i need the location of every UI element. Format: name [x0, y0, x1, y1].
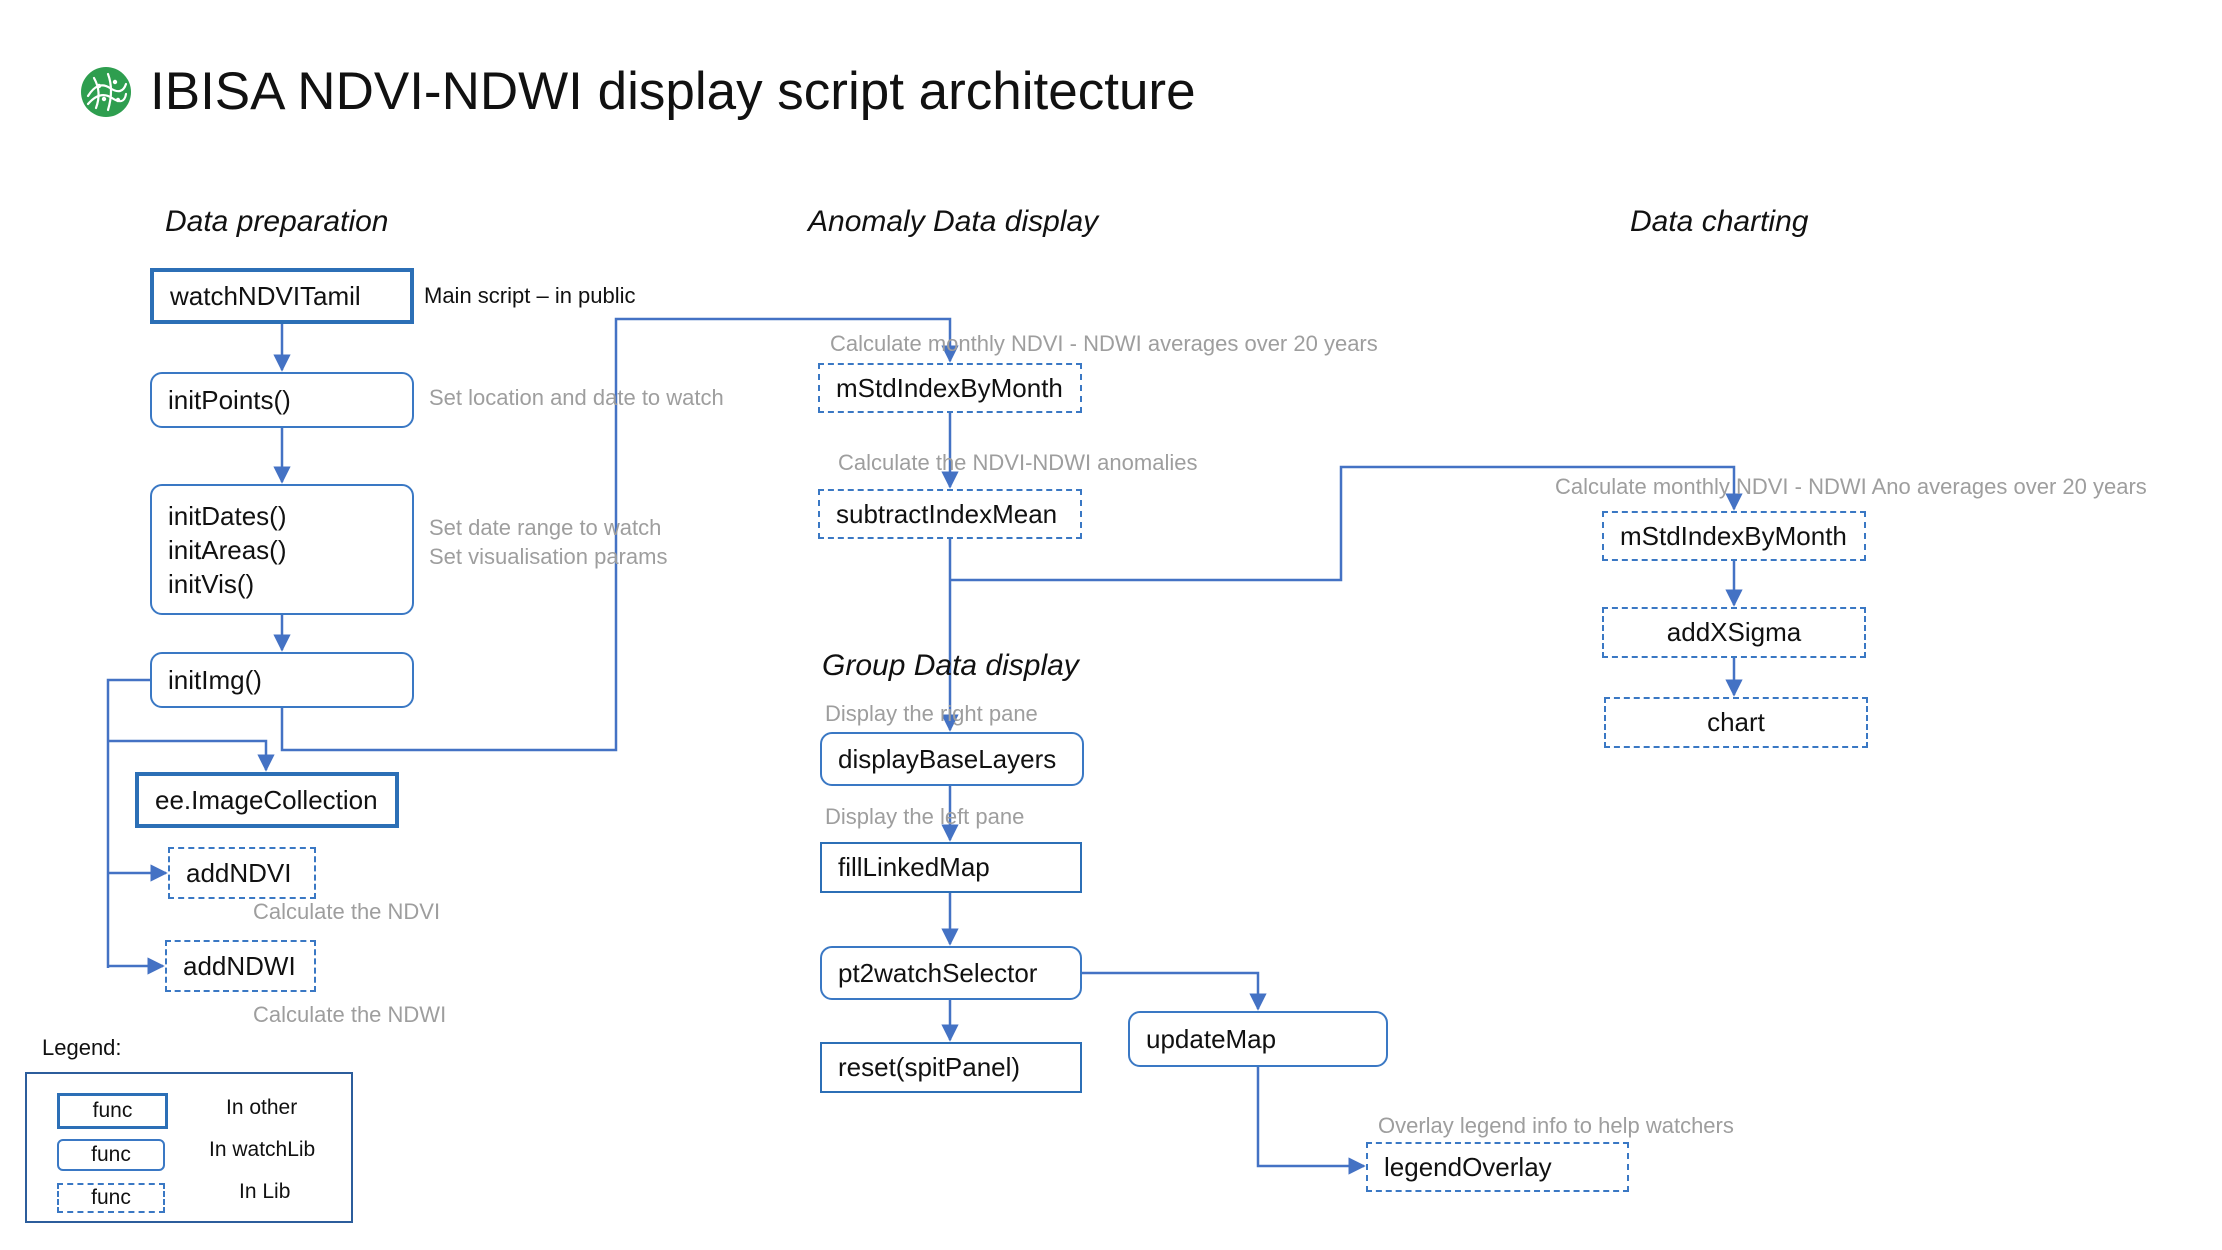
note-display-right: Display the right pane — [825, 701, 1038, 726]
section-group-data-display: Group Data display — [822, 649, 1079, 682]
node-addndvi[interactable]: addNDVI — [168, 847, 316, 899]
legend-swatch-lib: func — [57, 1183, 165, 1213]
section-data-charting: Data charting — [1630, 205, 1809, 238]
node-subtractindexmean[interactable]: subtractIndexMean — [818, 489, 1082, 539]
ibisa-logo-icon — [81, 67, 131, 117]
node-label: subtractIndexMean — [836, 498, 1058, 529]
legend-label-lib: In Lib — [239, 1180, 291, 1203]
note-set-location: Set location and date to watch — [429, 385, 724, 410]
node-watchndvitamil[interactable]: watchNDVITamil — [150, 268, 414, 324]
arrow-updatemap-to-legendoverlay — [1256, 1067, 1366, 1175]
node-addndwi[interactable]: addNDWI — [165, 940, 316, 992]
node-label: initImg() — [168, 664, 262, 695]
section-data-preparation: Data preparation — [165, 205, 389, 238]
node-label-initareas: initAreas() — [168, 534, 287, 565]
node-label: legendOverlay — [1384, 1151, 1552, 1182]
legend-label-other: In other — [226, 1096, 298, 1119]
node-initimg[interactable]: initImg() — [150, 652, 414, 708]
node-mstdindexbymonth-charting[interactable]: mStdIndexByMonth — [1602, 511, 1866, 561]
node-label: fillLinkedMap — [838, 852, 990, 882]
note-set-date-range: Set date range to watch — [429, 515, 662, 540]
node-label: addNDWI — [183, 950, 296, 981]
node-filllinkedmap[interactable]: fillLinkedMap — [820, 842, 1082, 893]
node-label: mStdIndexByMonth — [836, 372, 1063, 403]
node-label: chart — [1707, 707, 1765, 737]
node-initpoints[interactable]: initPoints() — [150, 372, 414, 428]
node-reset[interactable]: reset(spitPanel) — [820, 1042, 1082, 1093]
node-updatemap[interactable]: updateMap — [1128, 1011, 1388, 1067]
node-displaybaselayers[interactable]: displayBaseLayers — [820, 732, 1084, 786]
legend-swatch-label: func — [91, 1143, 131, 1166]
node-label-initdates: initDates() — [168, 500, 287, 531]
legend-swatch-other: func — [57, 1093, 168, 1129]
arrow-subtract-to-charting — [950, 465, 1743, 582]
node-legendoverlay[interactable]: legendOverlay — [1366, 1142, 1629, 1192]
node-label: ee.ImageCollection — [155, 784, 378, 815]
section-anomaly-data-display: Anomaly Data display — [808, 205, 1099, 238]
node-label-initvis: initVis() — [168, 568, 255, 599]
node-label: displayBaseLayers — [838, 743, 1057, 774]
node-label: initPoints() — [168, 384, 291, 415]
page-title: IBISA NDVI-NDWI display script architect… — [150, 62, 1196, 121]
node-addxsigma[interactable]: addXSigma — [1602, 607, 1866, 658]
node-label: addXSigma — [1666, 617, 1802, 647]
arrow-initimg-to-mstd — [280, 317, 959, 752]
node-label: reset(spitPanel) — [838, 1052, 1021, 1082]
legend-swatch-watchlib: func — [57, 1139, 165, 1171]
node-label: watchNDVITamil — [170, 280, 361, 311]
note-main-script: Main script – in public — [424, 283, 636, 308]
node-label: addNDVI — [186, 857, 292, 888]
legend-swatch-label: func — [92, 1099, 133, 1122]
note-calc-anomalies: Calculate the NDVI-NDWI anomalies — [838, 450, 1198, 475]
note-overlay-info: Overlay legend info to help watchers — [1378, 1113, 1734, 1138]
note-display-left: Display the left pane — [825, 804, 1025, 829]
arrow-bus-to-imagecollection — [108, 739, 275, 772]
node-ee-imagecollection[interactable]: ee.ImageCollection — [135, 772, 399, 828]
node-init-group[interactable]: initDates() initAreas() initVis() — [150, 484, 414, 615]
legend-box — [25, 1072, 353, 1223]
note-set-vis: Set visualisation params — [429, 544, 668, 569]
node-label: mStdIndexByMonth — [1620, 520, 1847, 551]
note-calc-monthly: Calculate monthly NDVI - NDWI averages o… — [830, 331, 1378, 356]
node-label: pt2watchSelector — [838, 957, 1038, 988]
node-label: updateMap — [1146, 1023, 1277, 1054]
node-pt2watchselector[interactable]: pt2watchSelector — [820, 946, 1082, 1000]
note-calc-ndvi: Calculate the NDVI — [253, 899, 441, 924]
node-chart[interactable]: chart — [1604, 697, 1868, 748]
legend-swatch-label: func — [91, 1186, 131, 1209]
note-calc-ndwi: Calculate the NDWI — [253, 1002, 447, 1027]
arrow-pt2watch-to-updatemap — [1082, 971, 1267, 1011]
legend-label-watchlib: In watchLib — [209, 1138, 316, 1161]
legend-title: Legend: — [42, 1035, 122, 1060]
note-calc-monthly-ano: Calculate monthly NDVI - NDWI Ano averag… — [1555, 474, 2147, 499]
node-mstdindexbymonth[interactable]: mStdIndexByMonth — [818, 363, 1082, 413]
